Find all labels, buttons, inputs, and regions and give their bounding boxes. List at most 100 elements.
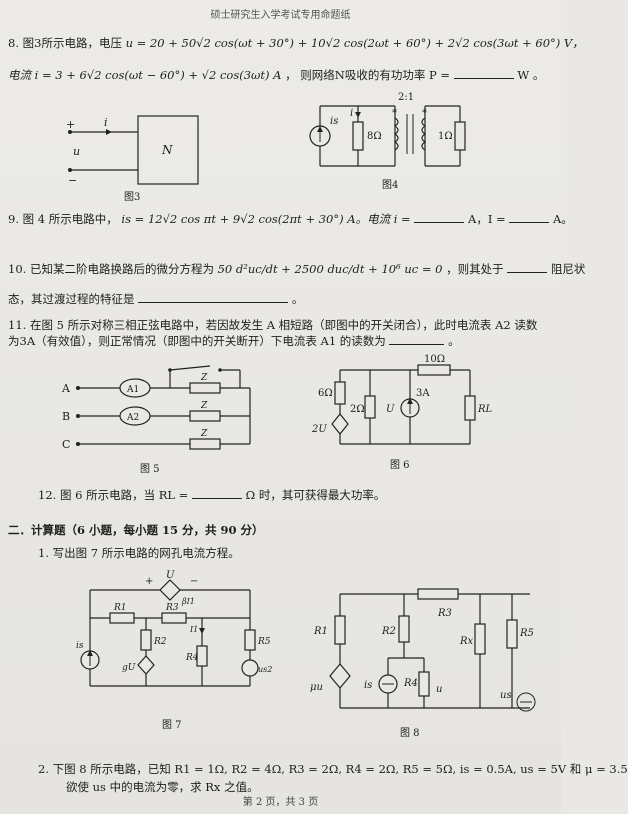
fig4-i: i xyxy=(350,108,353,119)
fig7-minus: − xyxy=(190,576,198,587)
fig5-caption: 图 5 xyxy=(140,463,160,475)
calc-q2-line2: 欲使 us 中的电流为零，求 Rx 之值。 xyxy=(66,780,259,794)
calc-q2-line1: 2. 下图 8 所示电路，已知 R1 = 1Ω, R2 = 4Ω, R3 = 2… xyxy=(38,762,628,776)
fig8-r2: R2 xyxy=(381,626,396,637)
fig3-label-i: i xyxy=(104,116,108,129)
q11-line1: 11. 在图 5 所示对称三相正弦电路中，若因故发生 A 相短路（即图中的开关闭… xyxy=(8,318,538,332)
q8-prefix: 8. 图3所示电路，电压 xyxy=(8,36,122,50)
fig6-ctrl: 2U xyxy=(311,424,327,435)
fig4-r1: 1Ω xyxy=(438,131,453,142)
fig8-rx: Rx xyxy=(459,636,474,647)
q10-prefix: 10. 已知某二阶电路换路后的微分方程为 xyxy=(8,262,214,276)
fig7-r5: R5 xyxy=(257,637,271,647)
fig4-r8: 8Ω xyxy=(367,131,382,142)
q12-line: 12. 图 6 所示电路，当 RL = Ω 时，其可获得最大功率。 xyxy=(38,488,385,502)
q8-current-formula: 电流 i = 3 + 6√2 cos(ωt − 60°) + √2 cos(3ω… xyxy=(8,68,282,82)
fig8-r5: R5 xyxy=(519,628,534,639)
q12-suffix: Ω 时，其可获得最大功率。 xyxy=(245,488,386,502)
fig8-u: u xyxy=(436,684,442,695)
q9-mid: A，I = xyxy=(468,212,506,226)
figure-5: A B C A1 A2 Z Z Z 图 5 xyxy=(61,365,251,475)
q8-answer-blank[interactable] xyxy=(453,68,514,79)
q9-prefix: 9. 图 4 所示电路中， xyxy=(8,212,118,226)
figure-3: + − u i N 图3 xyxy=(66,115,199,203)
q9-blank-i[interactable] xyxy=(414,212,465,223)
q10-blank-feature[interactable] xyxy=(138,292,289,303)
figure-7: + − U βI1 R1 R3 R2 R4 R5 is gU I1 us2 图 … xyxy=(76,570,272,731)
fig8-is: is xyxy=(364,680,372,691)
fig6-caption: 图 6 xyxy=(390,459,410,471)
q9-end: A。 xyxy=(552,212,573,226)
calc-q1: 1. 写出图 7 所示电路的网孔电流方程。 xyxy=(38,546,240,560)
fig4-ratio: 2:1 xyxy=(398,92,414,103)
q10-line2: 态，其过渡过程的特征是 。 xyxy=(8,292,303,306)
fig3-minus: − xyxy=(68,174,77,187)
q8-line1: 8. 图3所示电路，电压 u = 20 + 50√2 cos(ωt + 30°)… xyxy=(8,36,584,50)
fig5-z1: Z xyxy=(200,373,208,383)
fig8-us: us xyxy=(500,690,512,701)
fig8-r3: R3 xyxy=(437,608,452,619)
fig5-phase-c: C xyxy=(62,438,70,451)
q10-line1: 10. 已知某二阶电路换路后的微分方程为 50 d²uc/dt + 2500 d… xyxy=(8,262,585,276)
q9-blank-I[interactable] xyxy=(509,212,550,223)
fig5-phase-b: B xyxy=(62,410,70,423)
fig5-z2: Z xyxy=(200,401,208,411)
q11-blank[interactable] xyxy=(389,334,445,345)
fig6-rl: RL xyxy=(477,404,493,415)
q9-formula: is = 12√2 cos πt + 9√2 cos(2πt + 30°) A。… xyxy=(121,212,411,226)
q11-line2: 为3A（有效值），则正常情况（即图中的开关断开）下电流表 A1 的读数为 。 xyxy=(8,334,460,348)
fig8-r1: R1 xyxy=(313,626,328,637)
fig6-r10: 10Ω xyxy=(424,354,445,365)
fig5-meter-a1: A1 xyxy=(126,385,139,395)
fig4-dot-primary: * xyxy=(392,108,397,119)
q12-prefix: 12. 图 6 所示电路，当 RL = xyxy=(38,488,189,502)
fig3-plus: + xyxy=(66,118,75,131)
figure-6: 10Ω 6Ω 2Ω U 3A 2U RL 图 6 xyxy=(311,354,493,471)
fig4-dot-secondary: * xyxy=(422,108,427,119)
q8-line2: 电流 i = 3 + 6√2 cos(ωt − 60°) + √2 cos(3ω… xyxy=(8,68,544,82)
section-2-heading: 二．计算题（6 小题，每小题 15 分，共 90 分） xyxy=(8,523,264,537)
fig7-plus: + xyxy=(145,576,153,587)
fig7-r2: R2 xyxy=(153,637,167,647)
fig7-r4: R4 xyxy=(185,653,199,663)
fig6-r2: 2Ω xyxy=(350,404,365,415)
fig6-3a: 3A xyxy=(416,388,430,399)
fig7-r1: R1 xyxy=(113,603,127,613)
fig8-mu: μu xyxy=(310,682,323,693)
fig7-is: is xyxy=(76,641,84,651)
q11-line2-text: 为3A（有效值），则正常情况（即图中的开关断开）下电流表 A1 的读数为 xyxy=(8,334,386,348)
q10-blank-damping[interactable] xyxy=(507,262,548,273)
fig3-label-u: u xyxy=(73,145,80,158)
fig7-i1: I1 xyxy=(189,625,198,634)
fig3-label-n: N xyxy=(161,143,173,157)
q10-line2-text: 态，其过渡过程的特征是 xyxy=(8,292,135,306)
q8-unit: W 。 xyxy=(517,68,545,82)
fig5-z3: Z xyxy=(200,429,208,439)
q10-end: 阻尼状 xyxy=(550,262,586,276)
figure-4: 2:1 * * is i 8Ω 1Ω 图4 xyxy=(309,92,466,191)
fig8-caption: 图 8 xyxy=(400,727,420,739)
fig5-meter-a2: A2 xyxy=(126,413,139,423)
fig8-r4: R4 xyxy=(403,678,418,689)
figure-8: R1 R2 R3 R4 R5 Rx μu is u us 图 8 xyxy=(310,588,536,739)
q12-blank[interactable] xyxy=(191,488,242,499)
q10-line2-end: 。 xyxy=(291,292,304,306)
fig7-u: U xyxy=(166,570,175,581)
fig4-is: is xyxy=(330,116,338,127)
q11-line2-end: 。 xyxy=(448,334,460,348)
q9-line: 9. 图 4 所示电路中， is = 12√2 cos πt + 9√2 cos… xyxy=(8,212,573,226)
page-header: 硕士研究生入学考试专用命题纸 xyxy=(210,10,351,21)
fig5-phase-a: A xyxy=(61,382,71,395)
fig7-us2: us2 xyxy=(258,665,272,674)
q10-formula: 50 d²uc/dt + 2500 duc/dt + 10⁶ uc = 0 xyxy=(217,262,443,276)
fig4-caption: 图4 xyxy=(382,179,398,191)
q8-voltage-formula: u = 20 + 50√2 cos(ωt + 30°) + 10√2 cos(2… xyxy=(125,36,584,50)
fig7-beta: βI1 xyxy=(181,597,195,606)
fig7-r3: R3 xyxy=(165,603,179,613)
fig6-r6: 6Ω xyxy=(318,388,333,399)
fig7-caption: 图 7 xyxy=(162,719,182,731)
fig6-u: U xyxy=(386,404,395,415)
q10-suffix: ，则其处于 xyxy=(446,262,504,276)
fig3-caption: 图3 xyxy=(124,191,140,203)
